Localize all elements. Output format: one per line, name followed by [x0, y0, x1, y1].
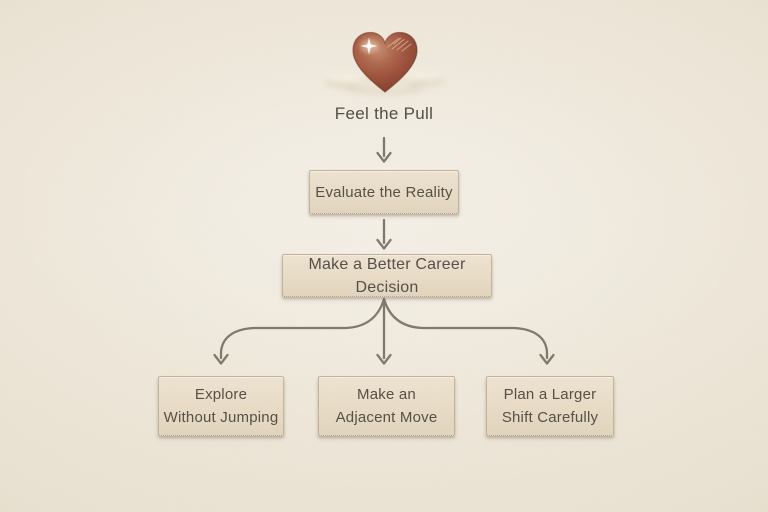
- node-explore-without-jumping: Explore Without Jumping: [158, 376, 284, 436]
- arrow-step2-to-branch-left: [213, 297, 386, 365]
- heart-icon-graphic: [325, 31, 446, 95]
- node-label-line2: Shift Carefully: [501, 409, 599, 426]
- node-label-line2: Adjacent Move: [335, 409, 438, 426]
- arrow-start-to-step1: [376, 136, 392, 163]
- node-plan-larger-shift: Plan a Larger Shift Carefully: [486, 376, 614, 436]
- node-label-line2: Without Jumping: [163, 409, 279, 426]
- node-evaluate-reality: Evaluate the Reality: [309, 170, 459, 214]
- node-label-line1: Explore: [194, 386, 248, 403]
- node-better-career-decision: Make a Better Career Decision: [282, 254, 492, 297]
- arrow-step2-to-branch-right: [382, 297, 555, 365]
- heart-icon: [321, 26, 449, 106]
- node-make-adjacent-move: Make an Adjacent Move: [318, 376, 455, 436]
- arrow-step1-to-step2: [376, 218, 392, 250]
- node-label: Evaluate the Reality: [315, 183, 453, 201]
- arrow-step2-to-branch-center: [376, 297, 392, 365]
- node-label-line1: Make an: [357, 386, 416, 403]
- start-node-label: Feel the Pull: [334, 104, 434, 123]
- node-label-line1: Plan a Larger: [503, 386, 597, 403]
- node-label: Make a Better Career Decision: [308, 255, 466, 296]
